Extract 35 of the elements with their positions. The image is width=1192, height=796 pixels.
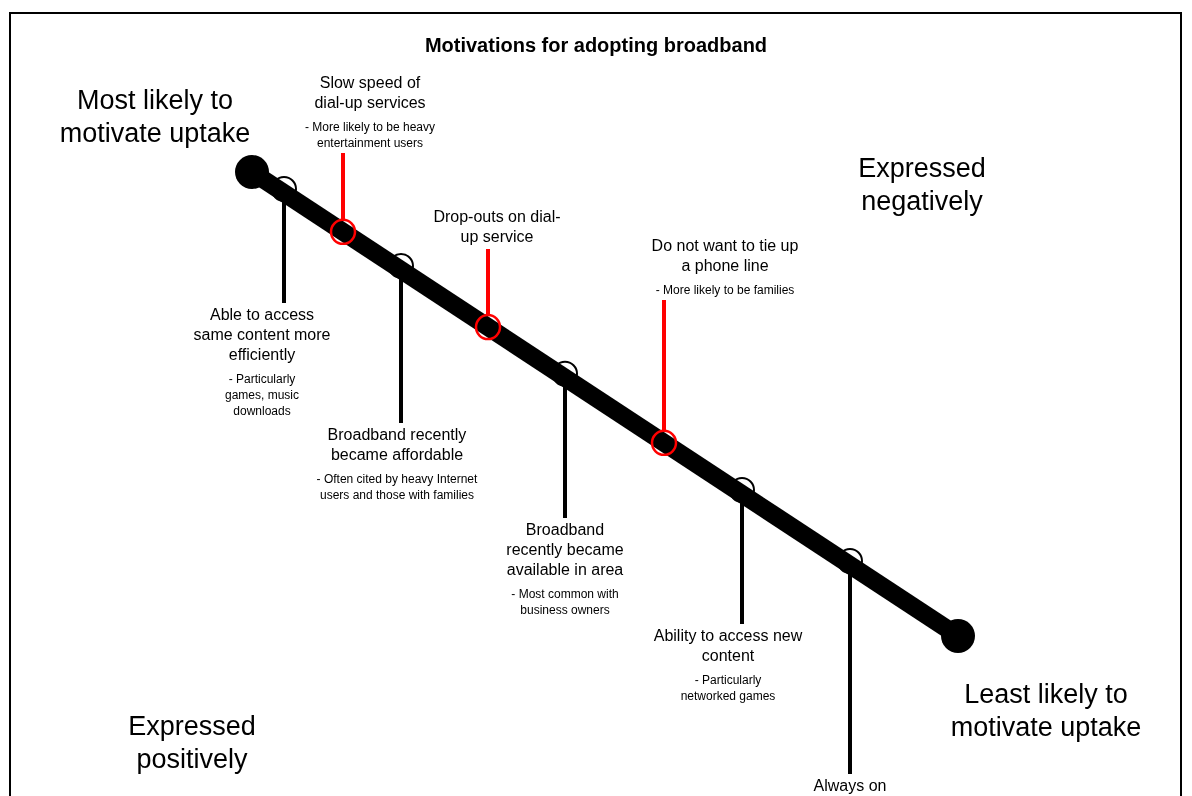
leader-line bbox=[399, 277, 403, 423]
motivation-label: Broadband recently became available in area bbox=[505, 520, 625, 580]
marker-circle bbox=[388, 252, 414, 279]
leader-line bbox=[341, 153, 345, 220]
motivation-label: Drop-outs on dial-up service bbox=[432, 207, 562, 247]
motivation-label: Ability to access new content bbox=[653, 626, 803, 666]
marker-circle bbox=[650, 429, 678, 457]
marker-circle bbox=[729, 477, 755, 504]
scale-label: Expressed positively bbox=[127, 710, 257, 776]
leader-line bbox=[486, 249, 490, 316]
scale-label: Least likely to motivate uptake bbox=[949, 678, 1143, 744]
note-text: - Most common with business owners bbox=[510, 586, 620, 618]
leader-line bbox=[662, 300, 666, 431]
motivation-label: Do not want to tie up a phone line bbox=[650, 236, 800, 276]
marker-circle bbox=[474, 313, 502, 341]
note-text: - More likely to be heavy entertainment users bbox=[303, 119, 437, 151]
note-text: - Often cited by heavy Internet users and those with families bbox=[315, 471, 479, 503]
marker-circle bbox=[271, 176, 297, 203]
scale-label: Expressed negatively bbox=[857, 152, 987, 218]
motivation-label: Always on bbox=[812, 776, 888, 796]
leader-line bbox=[740, 502, 744, 624]
note-text: - Particularly networked games bbox=[679, 672, 777, 704]
motivation-label: Slow speed of dial-up services bbox=[313, 73, 427, 113]
leader-line bbox=[282, 201, 286, 303]
scale-label: Most likely to motivate uptake bbox=[58, 84, 252, 150]
marker-circle bbox=[552, 360, 578, 387]
note-text: - More likely to be families bbox=[654, 282, 796, 298]
note-text: - Particularly games, music downloads bbox=[224, 371, 300, 419]
diagram-title: Motivations for adopting broadband bbox=[423, 34, 769, 57]
marker-circle bbox=[329, 218, 357, 246]
leader-line bbox=[563, 385, 567, 518]
marker-circle bbox=[837, 548, 863, 574]
motivation-label: Able to access same content more efficiently bbox=[192, 305, 332, 365]
motivation-label: Broadband recently became affordable bbox=[327, 425, 467, 465]
leader-line bbox=[848, 573, 852, 774]
